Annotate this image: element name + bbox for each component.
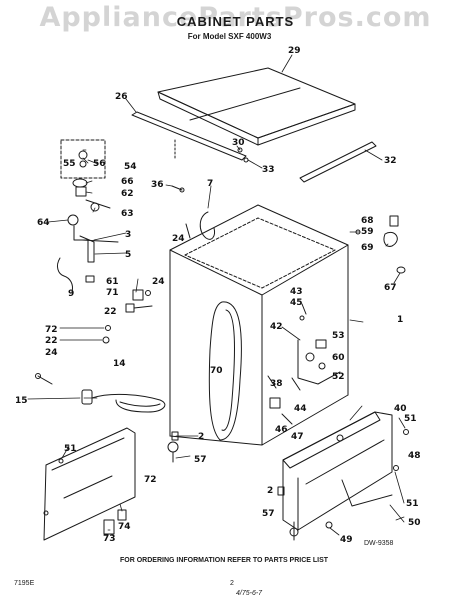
- rear-screws: [267, 303, 307, 391]
- callout-72-lower: 72: [144, 475, 157, 485]
- rear-leveling-leg: [277, 486, 299, 541]
- callout-22-mid: 22: [104, 307, 117, 317]
- signature-mark: 4/75-6-7: [236, 590, 263, 597]
- callout-74: 74: [118, 522, 131, 532]
- callout-68: 68: [361, 216, 374, 226]
- callout-29: 29: [288, 46, 301, 56]
- model-subtitle: For Model SXF 400W3: [187, 32, 272, 41]
- callout-48: 48: [408, 451, 421, 461]
- page-number: 2: [230, 580, 234, 587]
- callout-66: 66: [121, 177, 134, 187]
- switch-assembly-box: [60, 139, 106, 179]
- catalog-code: 7195E: [14, 580, 35, 587]
- front-access-panel: [43, 427, 136, 541]
- timer-knob-parts: [72, 178, 111, 212]
- callout-1: 1: [397, 315, 403, 325]
- leader-lines: [27, 54, 406, 536]
- callout-62: 62: [121, 189, 134, 199]
- front-trim-strip: [131, 111, 247, 161]
- callout-56: 56: [93, 159, 106, 169]
- callout-53: 53: [332, 331, 345, 341]
- callout-3: 3: [125, 230, 131, 240]
- diagram-title: CABINET PARTS: [176, 14, 295, 29]
- callout-61: 61: [106, 277, 119, 287]
- cabinet-body: [169, 204, 349, 446]
- callout-57-rear: 57: [262, 509, 275, 519]
- watermark: AppliancePartsPros.com: [39, 2, 432, 33]
- callout-54: 54: [124, 162, 137, 172]
- callout-45: 45: [290, 298, 303, 308]
- callout-9: 9: [68, 289, 74, 299]
- callout-55: 55: [63, 159, 76, 169]
- callout-24-mid: 24: [152, 277, 165, 287]
- callout-51-left: 51: [64, 444, 77, 454]
- ordering-note: FOR ORDERING INFORMATION REFER TO PARTS …: [120, 557, 329, 564]
- callout-15: 15: [15, 396, 28, 406]
- callout-70: 70: [210, 366, 223, 376]
- top-panel: [157, 67, 356, 146]
- callout-5: 5: [125, 250, 131, 260]
- callout-38: 38: [270, 379, 283, 389]
- callout-32: 32: [384, 156, 397, 166]
- callout-51-right: 51: [404, 414, 417, 424]
- callout-50: 50: [408, 518, 421, 528]
- callout-57-front: 57: [194, 455, 207, 465]
- callout-44: 44: [294, 404, 307, 414]
- callout-67: 67: [384, 283, 397, 293]
- callout-24-lower: 24: [45, 348, 58, 358]
- callout-59: 59: [361, 227, 374, 237]
- callout-22-lower: 22: [45, 336, 58, 346]
- callout-7: 7: [207, 179, 213, 189]
- callout-40: 40: [394, 404, 407, 414]
- base-toe-panel: [282, 411, 409, 531]
- side-trim-strip: [299, 141, 377, 183]
- callout-43: 43: [290, 287, 303, 297]
- callout-52: 52: [332, 372, 345, 382]
- diagram-id: DW-9358: [364, 540, 394, 547]
- callout-2-rear: 2: [267, 486, 273, 496]
- callout-60: 60: [332, 353, 345, 363]
- wire-harness: [56, 257, 73, 293]
- callout-63: 63: [121, 209, 134, 219]
- clips-and-screws: [35, 275, 153, 385]
- callout-73: 73: [103, 534, 116, 544]
- valve-bracket: [297, 339, 341, 385]
- callout-2-front: 2: [198, 432, 204, 442]
- callout-24-upper: 24: [172, 234, 185, 244]
- callout-26: 26: [115, 92, 128, 102]
- side-seal-strip: [208, 301, 242, 441]
- callout-71: 71: [106, 288, 119, 298]
- callout-labels: 29 26 30 33 32 55 56 54 66 62 63 36 7 68…: [15, 46, 421, 545]
- callout-36: 36: [151, 180, 164, 190]
- callout-64: 64: [37, 218, 50, 228]
- callout-47: 47: [291, 432, 304, 442]
- callout-42: 42: [270, 322, 283, 332]
- callout-49: 49: [340, 535, 353, 545]
- callout-14: 14: [113, 359, 126, 369]
- hinge-46: [269, 397, 293, 425]
- power-cord: [81, 389, 166, 413]
- callout-72-upper: 72: [45, 325, 58, 335]
- callout-69: 69: [361, 243, 374, 253]
- callout-51-lower: 51: [406, 499, 419, 509]
- fill-hose: [67, 214, 119, 263]
- callout-46: 46: [275, 425, 288, 435]
- callout-33: 33: [262, 165, 275, 175]
- callout-30: 30: [232, 138, 245, 148]
